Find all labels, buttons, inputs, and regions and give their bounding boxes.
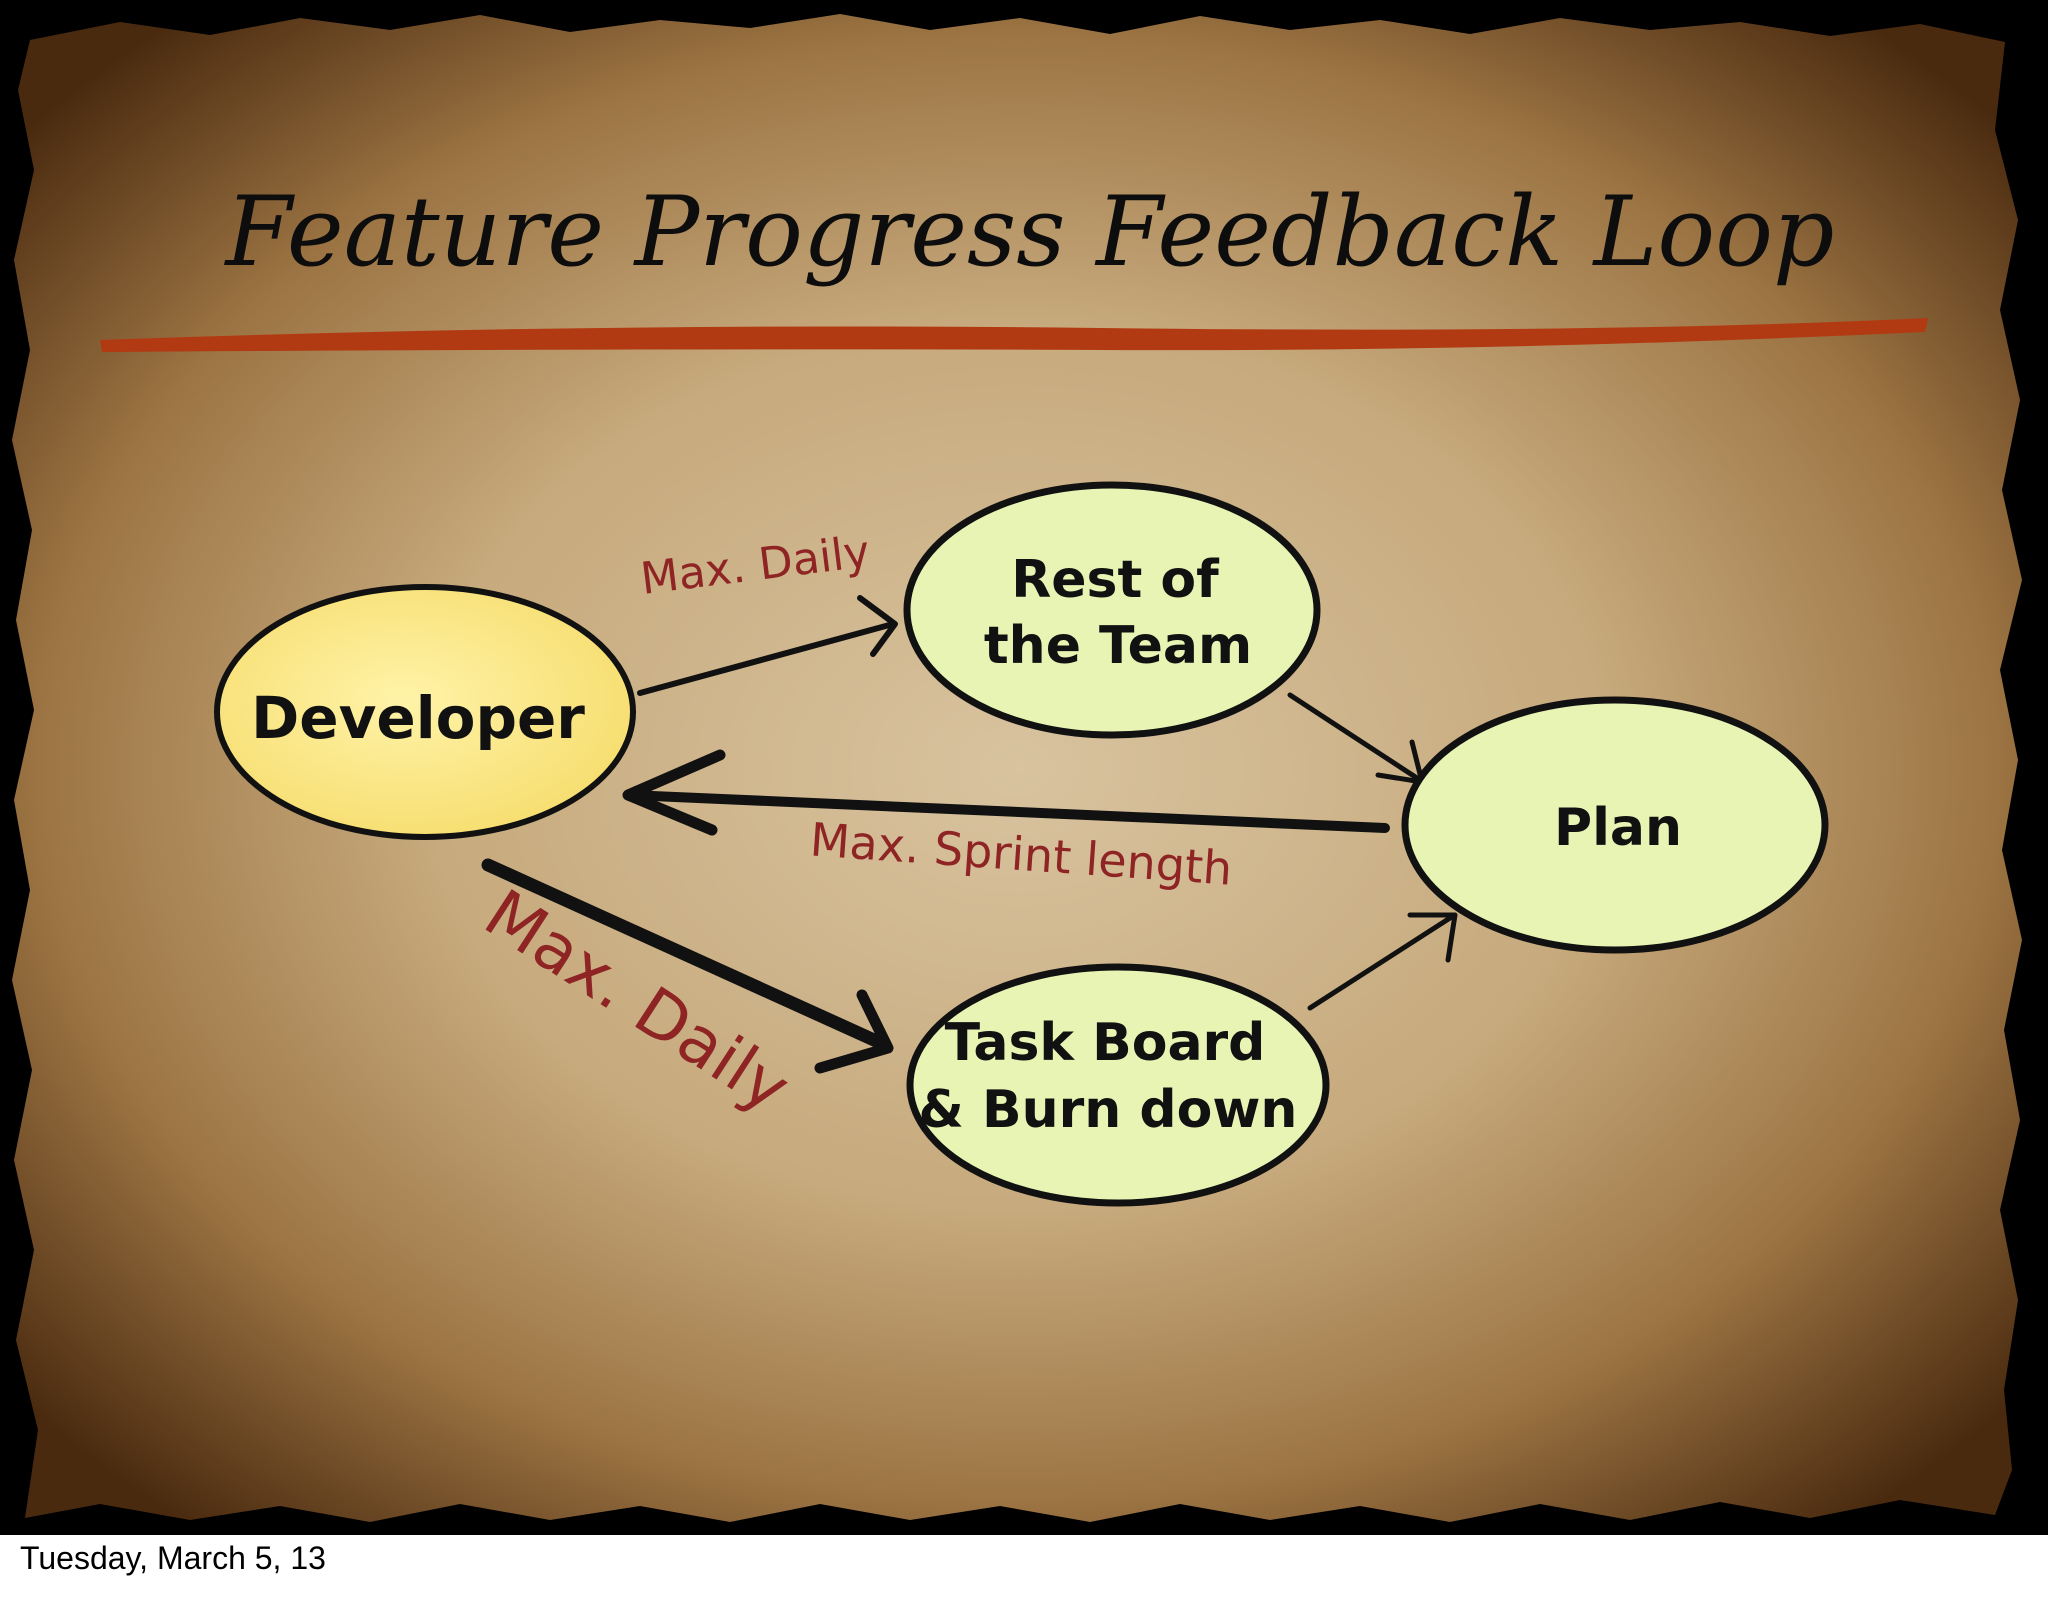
node-task-board-label-line1: Task Board xyxy=(945,1013,1266,1073)
parchment-background xyxy=(12,14,2022,1522)
node-developer-label: Developer xyxy=(251,684,585,752)
slide-title: Feature Progress Feedback Loop xyxy=(224,176,1835,288)
edge-developer-to-taskboard-arrowhead xyxy=(814,989,894,1074)
edge-developer-to-team-arrowhead xyxy=(857,595,898,657)
edge-plan-to-developer xyxy=(625,790,1390,833)
footer-date: Tuesday, March 5, 13 xyxy=(20,1540,326,1576)
node-plan: Plan xyxy=(1401,696,1829,954)
node-rest-of-team-shape xyxy=(903,481,1321,739)
node-task-board-shape xyxy=(906,963,1330,1207)
node-rest-of-team-label-line1: Rest of xyxy=(1011,550,1220,610)
diagram-edges xyxy=(481,595,1458,1074)
edge-plan-to-developer-arrowhead xyxy=(622,749,726,836)
node-rest-of-team: Rest of the Team xyxy=(903,481,1321,739)
node-plan-label: Plan xyxy=(1554,798,1682,858)
node-rest-of-team-label-line2: the Team xyxy=(984,616,1252,676)
edge-team-to-plan xyxy=(1287,692,1423,783)
node-task-board: Task Board & Burn down xyxy=(906,963,1330,1207)
node-task-board-label-line2: & Burn down xyxy=(919,1080,1298,1140)
edge-taskboard-to-plan xyxy=(1307,915,1453,1011)
edge-developer-to-team xyxy=(637,621,896,696)
title-underline xyxy=(100,318,1928,352)
node-plan-shape xyxy=(1401,696,1829,954)
edge-taskboard-to-plan-arrowhead xyxy=(1407,912,1458,963)
node-developer-shape xyxy=(214,584,636,840)
edge-developer-to-taskboard xyxy=(481,858,892,1052)
node-developer: Developer xyxy=(214,584,636,840)
